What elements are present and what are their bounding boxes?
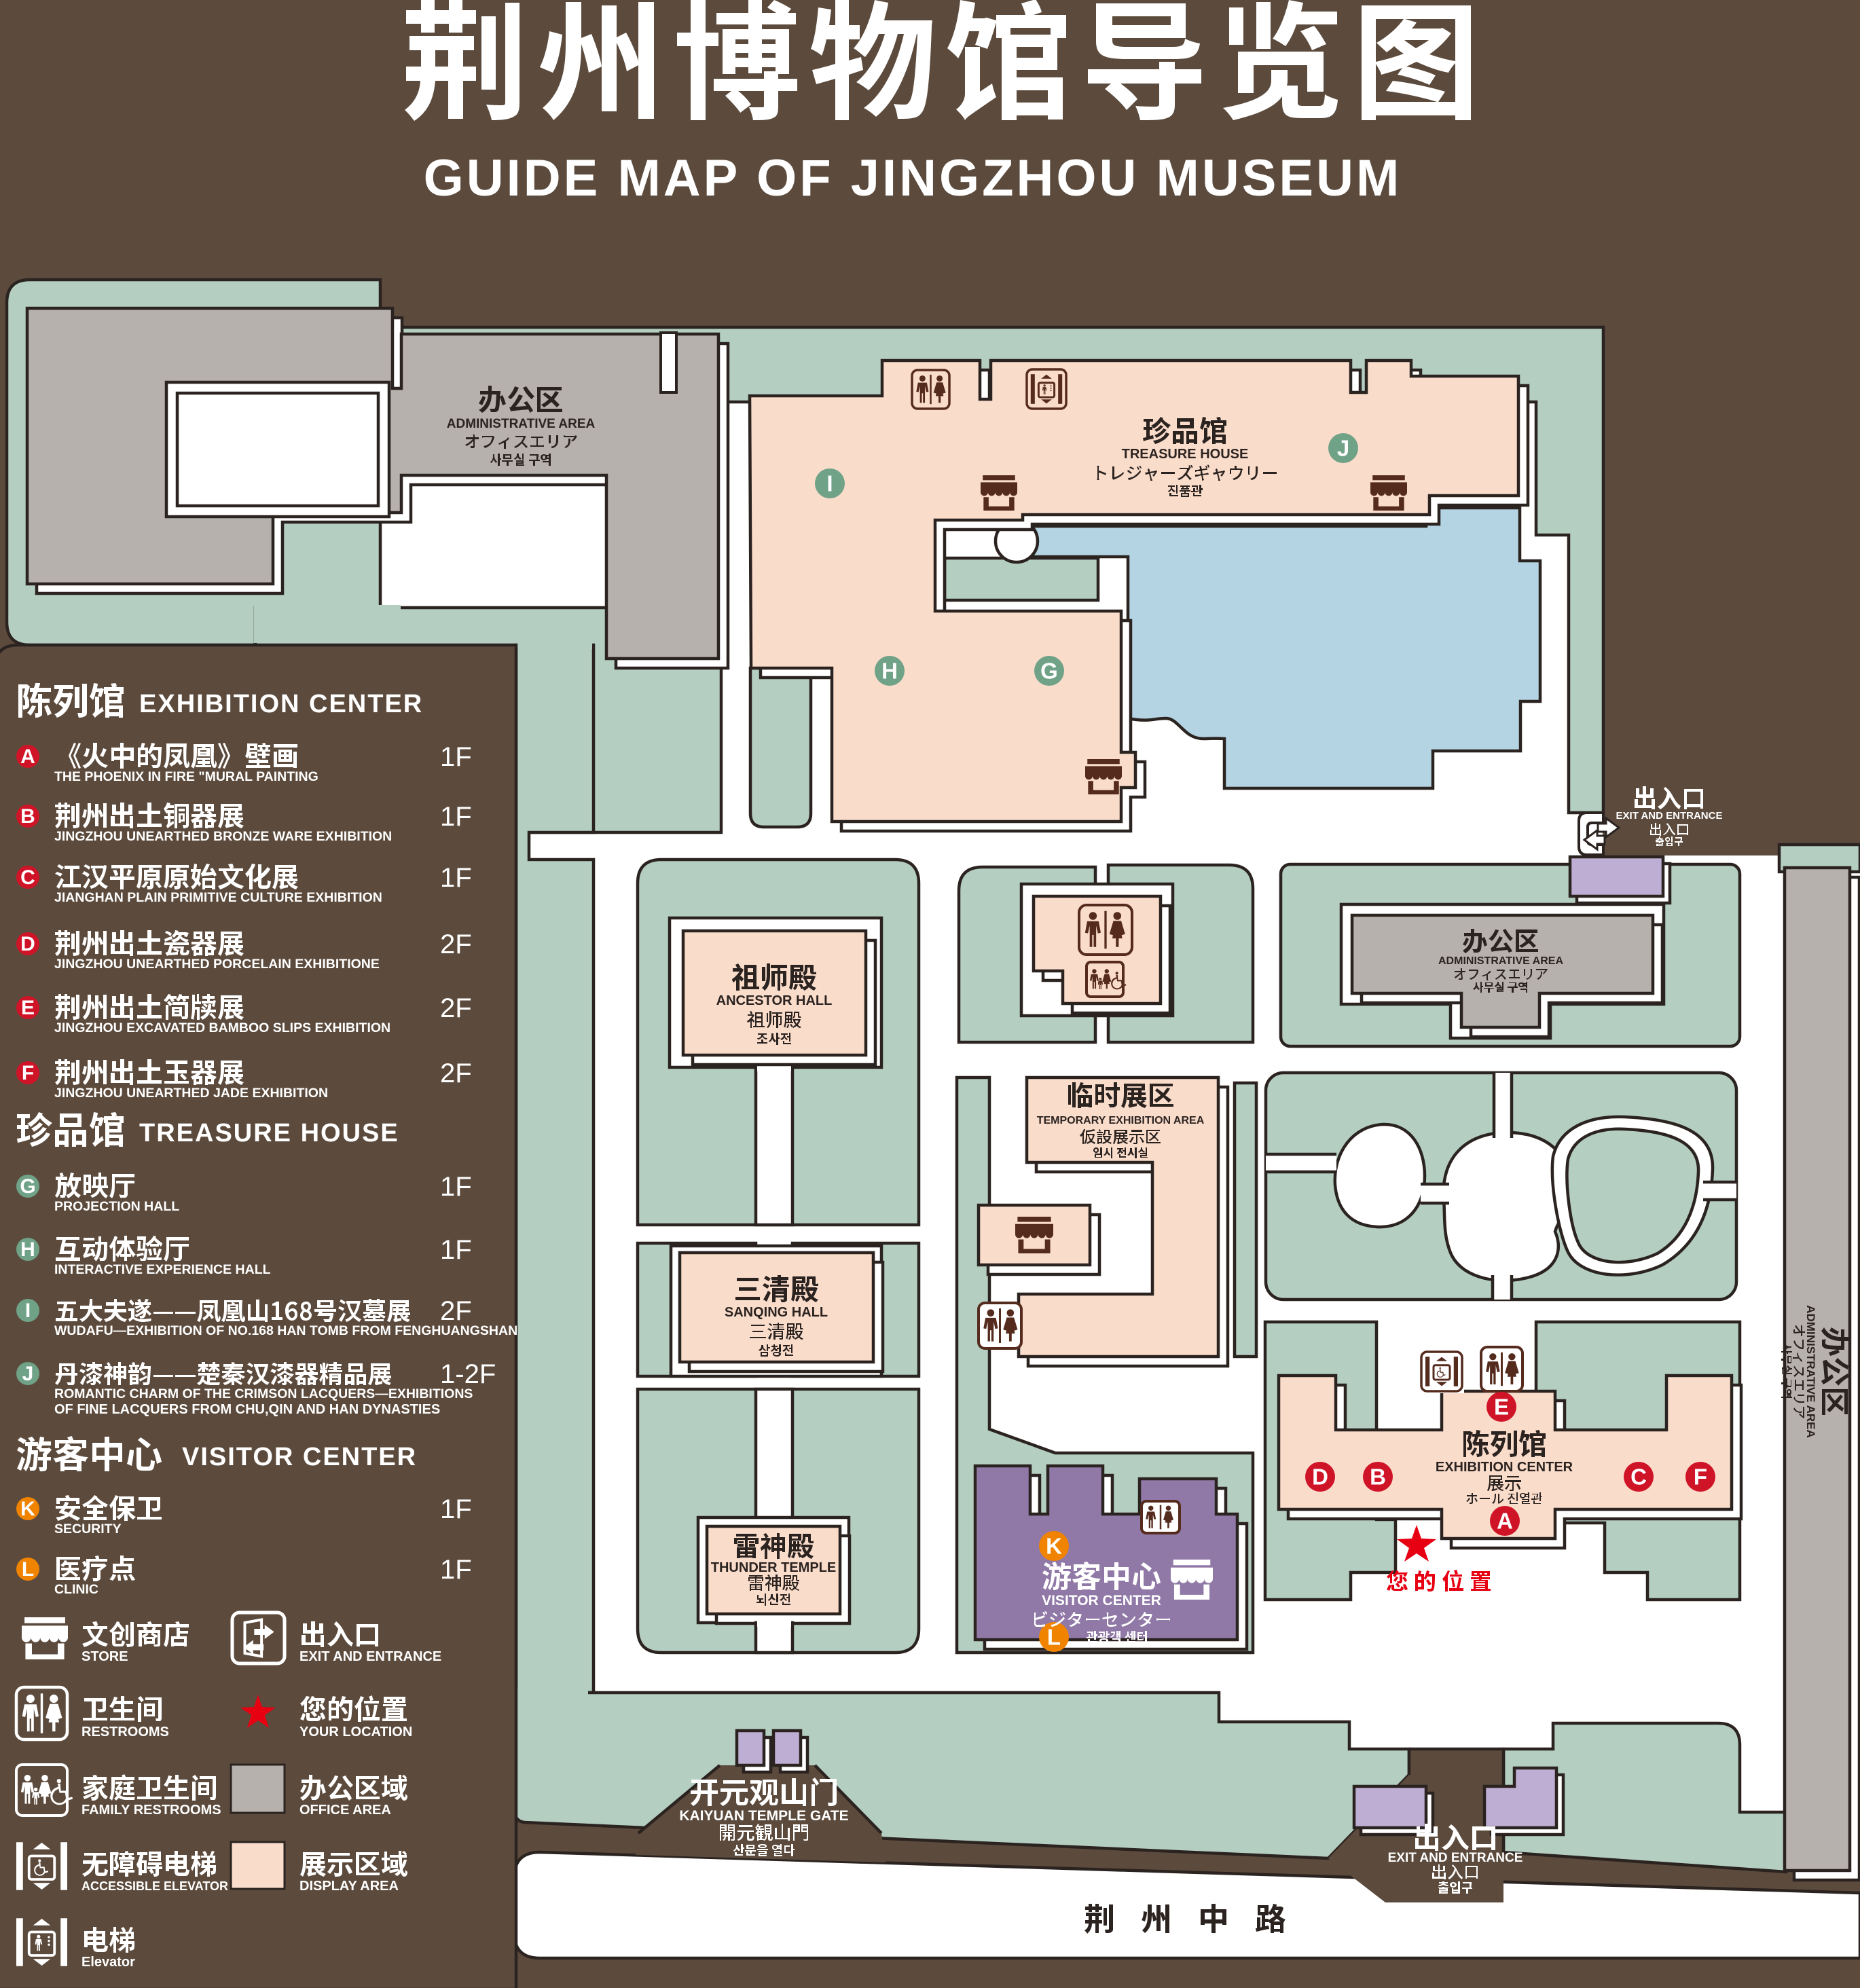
svg-text:A: A — [1497, 1508, 1513, 1533]
svg-text:TEMPORARY EXHIBITION AREA: TEMPORARY EXHIBITION AREA — [1037, 1115, 1205, 1126]
svg-text:EXIT AND ENTRANCE: EXIT AND ENTRANCE — [299, 1649, 441, 1664]
svg-text:INTERACTIVE EXPERIENCE HALL: INTERACTIVE EXPERIENCE HALL — [54, 1262, 271, 1277]
svg-text:ADMINISTRATIVE AREA: ADMINISTRATIVE AREA — [1438, 955, 1563, 967]
svg-text:B: B — [1370, 1464, 1386, 1489]
svg-text:K: K — [1046, 1533, 1062, 1558]
svg-text:H: H — [20, 1238, 35, 1261]
svg-text:2F: 2F — [440, 1296, 472, 1326]
svg-text:D: D — [20, 933, 35, 955]
svg-text:I: I — [826, 471, 833, 496]
svg-text:JINGZHOU UNEARTHED JADE EXHIBI: JINGZHOU UNEARTHED JADE EXHIBITION — [54, 1086, 328, 1101]
svg-text:D: D — [1312, 1464, 1328, 1489]
svg-text:F: F — [1694, 1464, 1707, 1489]
svg-text:RESTROOMS: RESTROOMS — [81, 1725, 169, 1740]
svg-text:JIANGHAN PLAIN PRIMITIVE CULTU: JIANGHAN PLAIN PRIMITIVE CULTURE EXHIBIT… — [54, 890, 382, 905]
svg-text:YOUR LOCATION: YOUR LOCATION — [299, 1725, 412, 1740]
svg-text:1-2F: 1-2F — [440, 1359, 496, 1389]
svg-text:ANCESTOR HALL: ANCESTOR HALL — [716, 993, 833, 1008]
svg-text:G: G — [1040, 658, 1058, 683]
svg-text:FAMILY RESTROOMS: FAMILY RESTROOMS — [81, 1803, 221, 1818]
svg-text:JINGZHOU EXCAVATED BAMBOO SLIP: JINGZHOU EXCAVATED BAMBOO SLIPS EXHIBITI… — [54, 1020, 390, 1035]
svg-text:DISPLAY AREA: DISPLAY AREA — [299, 1879, 399, 1894]
svg-text:L: L — [22, 1558, 34, 1581]
svg-text:WUDAFU—EXHIBITION OF NO.168 HA: WUDAFU—EXHIBITION OF NO.168 HAN TOMB FRO… — [54, 1323, 517, 1338]
svg-text:K: K — [20, 1498, 35, 1520]
svg-text:CLINIC: CLINIC — [54, 1582, 98, 1597]
svg-text:1F: 1F — [440, 742, 472, 772]
svg-text:ADMINISTRATIVE AREA: ADMINISTRATIVE AREA — [447, 417, 596, 431]
svg-text:ACCESSIBLE ELEVATOR: ACCESSIBLE ELEVATOR — [81, 1879, 228, 1893]
svg-text:J: J — [1337, 435, 1349, 460]
svg-text:1F: 1F — [440, 802, 472, 832]
svg-text:EXIT AND ENTRANCE: EXIT AND ENTRANCE — [1388, 1851, 1523, 1865]
svg-text:EXIT AND ENTRANCE: EXIT AND ENTRANCE — [1616, 810, 1723, 822]
svg-text:1F: 1F — [440, 1494, 472, 1524]
svg-text:OF FINE LACQUERS FROM CHU,QIN: OF FINE LACQUERS FROM CHU,QIN AND HAN DY… — [54, 1402, 440, 1417]
svg-text:1F: 1F — [440, 1172, 472, 1202]
svg-text:2F: 2F — [440, 993, 472, 1023]
svg-text:G: G — [20, 1175, 35, 1198]
svg-text:2F: 2F — [440, 1059, 472, 1088]
svg-text:KAIYUAN TEMPLE GATE: KAIYUAN TEMPLE GATE — [679, 1808, 848, 1824]
svg-text:E: E — [1494, 1394, 1509, 1419]
svg-text:THE PHOENIX IN FIRE "MURAL PAI: THE PHOENIX IN FIRE "MURAL PAINTING — [54, 769, 318, 784]
svg-text:A: A — [20, 746, 35, 768]
svg-text:JINGZHOU UNEARTHED PORCELAIN E: JINGZHOU UNEARTHED PORCELAIN EXHIBITIONE — [54, 957, 380, 972]
svg-text:TREASURE HOUSE: TREASURE HOUSE — [139, 1119, 399, 1147]
svg-text:PROJECTION HALL: PROJECTION HALL — [54, 1199, 179, 1214]
svg-text:E: E — [21, 997, 35, 1019]
svg-text:C: C — [20, 866, 35, 889]
svg-text:B: B — [20, 805, 35, 828]
svg-text:1F: 1F — [440, 863, 472, 893]
svg-text:EXHIBITION CENTER: EXHIBITION CENTER — [1436, 1460, 1573, 1475]
svg-text:EXHIBITION CENTER: EXHIBITION CENTER — [139, 690, 423, 718]
svg-text:J: J — [22, 1363, 34, 1385]
svg-text:SECURITY: SECURITY — [54, 1522, 122, 1536]
svg-text:SANQING HALL: SANQING HALL — [725, 1305, 828, 1320]
svg-text:1F: 1F — [440, 1235, 472, 1265]
svg-text:ROMANTIC CHARM OF THE CRIMSON: ROMANTIC CHARM OF THE CRIMSON LACQUERS—E… — [54, 1386, 473, 1401]
svg-text:VISITOR CENTER: VISITOR CENTER — [1042, 1593, 1161, 1608]
svg-text:2F: 2F — [440, 929, 472, 959]
svg-text:I: I — [25, 1300, 31, 1322]
svg-text:L: L — [1047, 1624, 1061, 1649]
svg-text:GUIDE MAP OF JINGZHOU MUSEUM: GUIDE MAP OF JINGZHOU MUSEUM — [424, 149, 1402, 207]
svg-text:Elevator: Elevator — [81, 1955, 135, 1970]
svg-text:JINGZHOU UNEARTHED BRONZE WARE: JINGZHOU UNEARTHED BRONZE WARE EXHIBITIO… — [54, 829, 392, 844]
svg-text:1F: 1F — [440, 1555, 472, 1585]
svg-text:H: H — [881, 658, 898, 683]
svg-text:ADMINISTRATIVE AREA: ADMINISTRATIVE AREA — [1804, 1305, 1817, 1438]
svg-text:C: C — [1630, 1464, 1647, 1489]
svg-text:OFFICE AREA: OFFICE AREA — [299, 1803, 391, 1818]
svg-text:THUNDER TEMPLE: THUNDER TEMPLE — [711, 1560, 836, 1575]
svg-text:STORE: STORE — [81, 1649, 128, 1664]
svg-text:TREASURE HOUSE: TREASURE HOUSE — [1122, 447, 1249, 462]
svg-text:VISITOR CENTER: VISITOR CENTER — [182, 1443, 417, 1471]
svg-text:F: F — [22, 1062, 34, 1084]
